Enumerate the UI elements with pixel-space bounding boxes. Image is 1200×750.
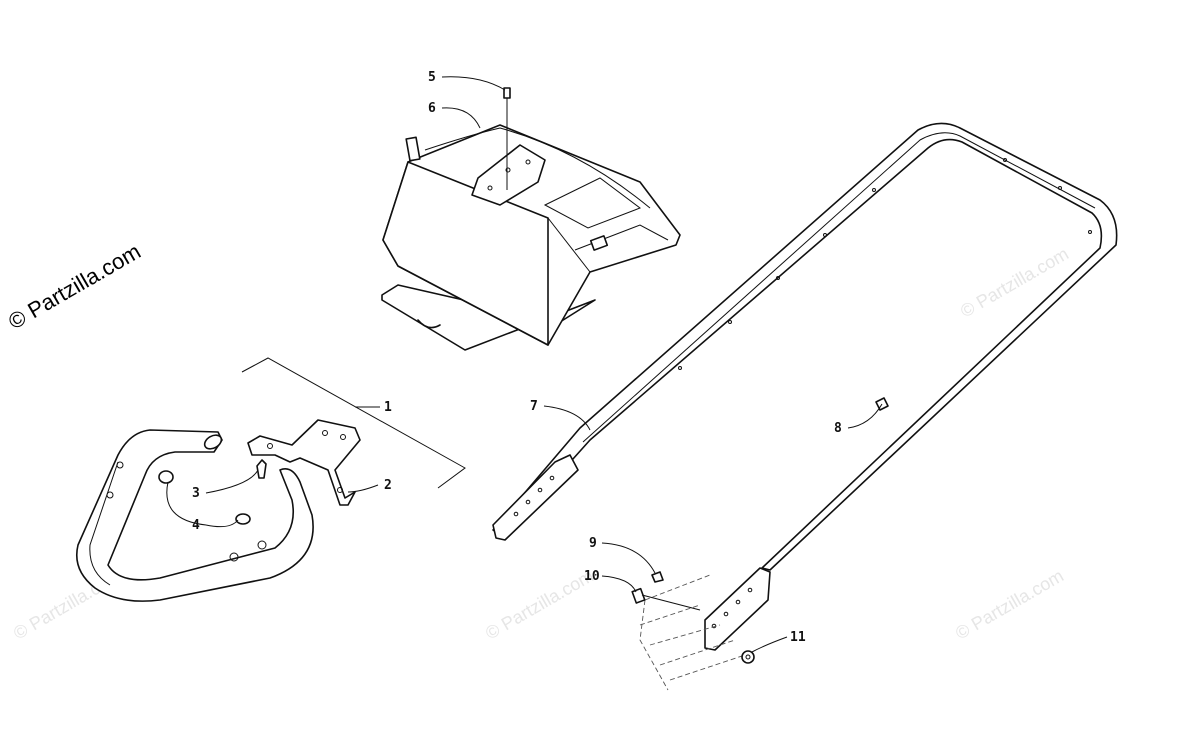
bolt-head bbox=[631, 587, 646, 604]
tab-hole bbox=[513, 511, 519, 517]
callout-10: 10 bbox=[584, 569, 600, 584]
bumper-assembly bbox=[76, 357, 466, 602]
grab-bar-left-tab bbox=[492, 454, 579, 541]
leader-lines bbox=[166, 76, 883, 653]
callout-6: 6 bbox=[428, 101, 436, 116]
small-pin bbox=[651, 571, 664, 583]
plate-hole bbox=[487, 185, 493, 191]
nut-hole bbox=[745, 654, 751, 660]
leader-9 bbox=[601, 542, 656, 574]
bag-bottom-flap bbox=[381, 284, 596, 351]
callout-1: 1 bbox=[384, 400, 392, 415]
bumper-inner-edge bbox=[89, 461, 119, 586]
bracket-screw bbox=[256, 459, 267, 479]
bumper-end-cap bbox=[203, 434, 223, 450]
leader-4b bbox=[166, 481, 207, 526]
leader-11 bbox=[751, 636, 788, 653]
grab-bar-hole bbox=[872, 188, 876, 192]
grab-bar-right-tab bbox=[704, 567, 771, 651]
bumper-hole bbox=[106, 491, 114, 499]
grab-bar-hole bbox=[1058, 186, 1062, 190]
leader-10 bbox=[601, 575, 637, 593]
bag-window bbox=[543, 177, 642, 229]
mounting-bracket bbox=[247, 419, 361, 506]
vehicle-ghost bbox=[639, 574, 746, 691]
callout-9: 9 bbox=[589, 536, 597, 551]
nut bbox=[741, 650, 755, 664]
ghost-line bbox=[639, 599, 669, 691]
callout-8: 8 bbox=[834, 421, 842, 436]
bag-top-seam bbox=[424, 127, 651, 209]
leader-3 bbox=[205, 469, 259, 494]
leader-2 bbox=[347, 484, 379, 493]
tab-hole bbox=[537, 487, 543, 493]
ghost-line bbox=[639, 604, 701, 626]
bolt bbox=[631, 587, 701, 611]
storage-bag bbox=[381, 124, 681, 351]
bumper-cap bbox=[235, 513, 251, 525]
grab-bar-hole bbox=[1003, 158, 1007, 162]
watermark-tile: © Partzilla.com bbox=[952, 565, 1067, 643]
bumper-hole bbox=[116, 461, 124, 469]
tab-hole bbox=[525, 499, 531, 505]
bumper-cap-alt bbox=[158, 470, 174, 484]
bag-lid-seam bbox=[547, 217, 591, 273]
leader-4 bbox=[205, 519, 239, 528]
callout-3: 3 bbox=[192, 486, 200, 501]
ghost-line bbox=[669, 654, 746, 681]
callout-11: 11 bbox=[790, 630, 806, 645]
grab-bar-hole bbox=[776, 276, 780, 280]
screw-head bbox=[503, 87, 511, 99]
tab-hole bbox=[723, 611, 729, 617]
watermark-tile: © Partzilla.com bbox=[482, 565, 597, 643]
bag-front-panel bbox=[382, 161, 549, 346]
ghost-line bbox=[644, 574, 711, 601]
grab-bar-hole bbox=[823, 233, 827, 237]
callout-4: 4 bbox=[192, 518, 200, 533]
tab-hole bbox=[747, 587, 753, 593]
bracket-hole bbox=[322, 430, 328, 436]
leader-8 bbox=[847, 403, 883, 429]
callout-labels: 5 6 1 2 3 4 7 8 9 10 11 bbox=[192, 70, 842, 645]
leader-7 bbox=[543, 405, 591, 431]
grab-bar-hole bbox=[728, 320, 732, 324]
leader-6 bbox=[441, 107, 481, 129]
bag-flap-notch bbox=[417, 319, 441, 329]
ghost-line bbox=[649, 624, 721, 646]
callout-5: 5 bbox=[428, 70, 436, 85]
callout-2: 2 bbox=[384, 478, 392, 493]
bumper-hole bbox=[257, 540, 267, 550]
bolt-shank bbox=[641, 594, 701, 611]
bracket-hole bbox=[267, 443, 273, 449]
watermark-tile: © Partzilla.com bbox=[957, 243, 1072, 321]
grab-bar-seam bbox=[582, 132, 1096, 443]
plate-hole bbox=[525, 159, 531, 165]
bracket-hole bbox=[337, 487, 343, 493]
grab-bar bbox=[492, 122, 1118, 651]
ghost-line bbox=[659, 639, 736, 666]
bag-handle-right bbox=[589, 235, 609, 251]
screw bbox=[503, 87, 511, 190]
bracket-hole bbox=[340, 434, 346, 440]
grab-bar-hole bbox=[678, 366, 682, 370]
watermark-main: © Partzilla.com bbox=[4, 239, 145, 335]
tab-hole bbox=[549, 475, 555, 481]
tab-hole bbox=[735, 599, 741, 605]
bumper-hole bbox=[229, 552, 239, 562]
bag-handle-left bbox=[405, 136, 421, 162]
grab-bar-hole bbox=[1088, 230, 1092, 234]
bumper-loop bbox=[76, 429, 314, 602]
plate-hole bbox=[505, 167, 511, 173]
callout-7: 7 bbox=[530, 399, 538, 414]
assembly-bracket bbox=[241, 357, 466, 489]
leader-5 bbox=[441, 76, 506, 91]
